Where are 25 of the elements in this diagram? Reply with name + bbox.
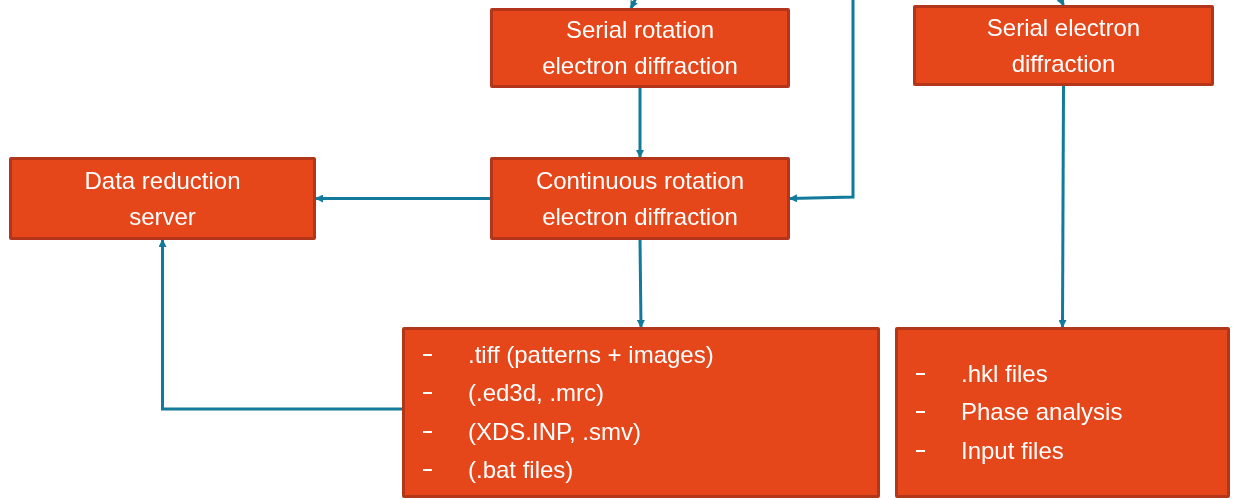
list-item: Phase analysis <box>961 397 1123 428</box>
list-item: (.ed3d, .mrc) <box>468 378 605 409</box>
process-box <box>913 5 1214 86</box>
list-item: .hkl files <box>961 358 1048 389</box>
list-box <box>402 327 880 498</box>
box-label: Serial electron diffraction <box>985 12 1142 79</box>
process-box <box>490 157 790 240</box>
list-item: .tiff (patterns + images) <box>468 339 714 370</box>
arrow <box>629 0 638 9</box>
arrow <box>158 239 402 411</box>
list-item: (XDS.INP, .smv) <box>468 416 641 447</box>
arrow <box>789 0 855 203</box>
process-box <box>9 157 316 240</box>
box-label: Serial rotation electron diffraction <box>541 15 739 81</box>
arrow <box>1058 86 1067 328</box>
list-item: Input files <box>961 435 1064 466</box>
arrow <box>315 194 490 203</box>
list-box <box>895 327 1230 498</box>
arrow <box>636 240 645 328</box>
process-box <box>490 8 790 88</box>
box-label: Data reduction server <box>83 165 242 232</box>
arrow <box>636 88 644 158</box>
arrow <box>1054 0 1065 6</box>
box-label: Continuous rotation electron diffraction <box>534 165 746 232</box>
list-item: (.bat files) <box>468 454 574 485</box>
